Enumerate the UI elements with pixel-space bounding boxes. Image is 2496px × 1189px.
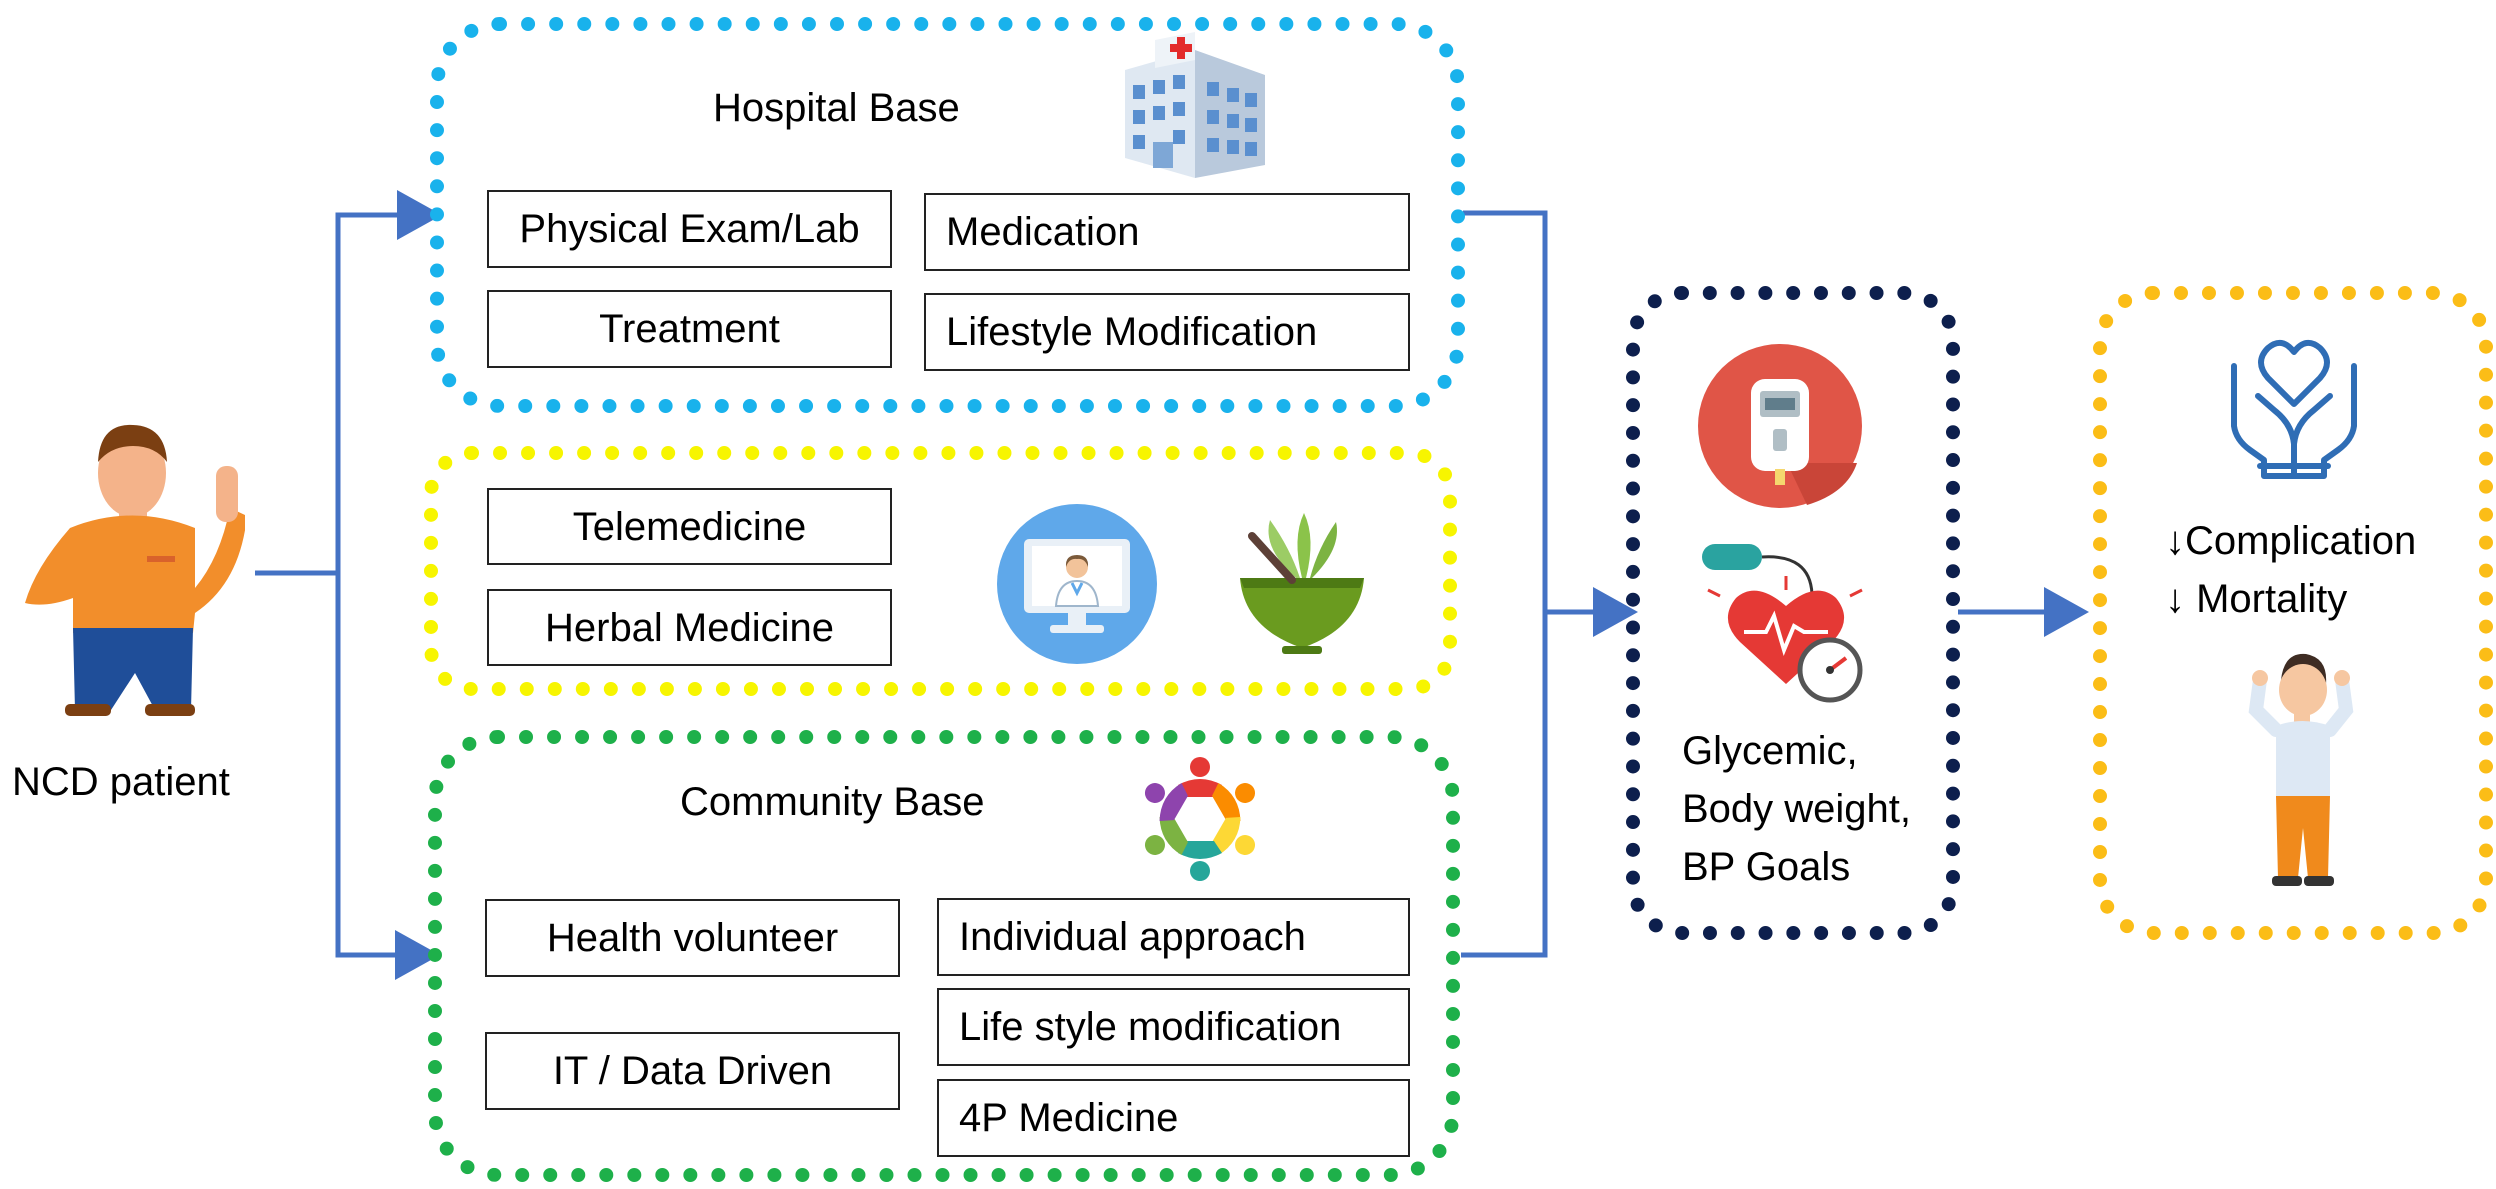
healthy-person-icon: [2248, 653, 2354, 886]
health-volunteer-box: Health volunteer: [485, 899, 900, 977]
hospital-building-icon: [1125, 32, 1265, 178]
telemedicine-box: Telemedicine: [487, 488, 892, 565]
individual-approach-box: Individual approach: [937, 898, 1410, 976]
lifestyle-modification-box: Lifestyle Modification: [924, 293, 1410, 371]
glucometer-icon: [1698, 344, 1862, 508]
hospital-base-group: [430, 17, 1465, 413]
herbal-medicine-box: Herbal Medicine: [487, 589, 892, 666]
goals-line-1: Glycemic,: [1682, 729, 1858, 773]
telemedicine-monitor-icon: [997, 504, 1157, 664]
physical-exam-lab-box: Physical Exam/Lab: [487, 190, 892, 268]
goals-line-3: BP Goals: [1682, 845, 1851, 889]
community-base-group: [428, 730, 1460, 1182]
herbal-mortar-icon: [1240, 513, 1364, 654]
it-data-driven-box: IT / Data Driven: [485, 1032, 900, 1110]
medication-box: Medication: [924, 193, 1410, 271]
person-icon: [25, 424, 245, 716]
community-circle-icon: [1144, 757, 1256, 881]
blood-pressure-heart-icon: [1702, 544, 1863, 703]
4p-medicine-box: 4P Medicine: [937, 1079, 1410, 1157]
community-base-title: Community Base: [680, 780, 985, 824]
hospital-base-title: Hospital Base: [713, 86, 960, 130]
to-hospital-arrow: [335, 190, 442, 573]
goals-line-2: Body weight,: [1682, 787, 1912, 831]
to-community-arrow: [335, 573, 440, 980]
from-hospital-line: [1461, 210, 1548, 958]
life-style-modification-box: Life style modification: [937, 988, 1410, 1066]
treatment-box: Treatment: [487, 290, 892, 368]
outcome-line-1: ↓Complication: [2165, 519, 2417, 563]
patient-label: NCD patient: [12, 760, 230, 804]
outcome-text: ↓Complication ↓ Mortality: [2165, 512, 2416, 628]
outcome-group: [2093, 286, 2493, 940]
telemedicine-group: [424, 446, 1457, 696]
outcome-line-2: ↓ Mortality: [2165, 577, 2348, 621]
heart-hands-icon: [2231, 339, 2357, 479]
goals-group: [1626, 286, 1960, 940]
goals-text: Glycemic, Body weight, BP Goals: [1682, 722, 1911, 896]
